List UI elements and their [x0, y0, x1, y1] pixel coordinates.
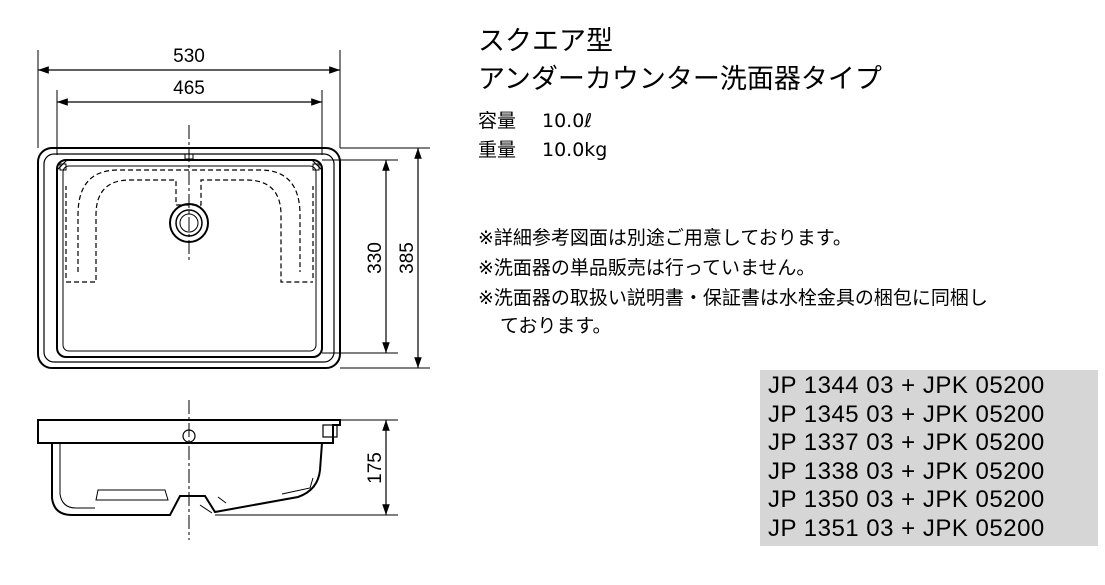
side-view	[37, 400, 398, 540]
model-number: JP 1350 03 + JPK 05200	[768, 486, 1045, 513]
weight-value: 10.0kg	[542, 139, 608, 161]
model-number-list: JP 1344 03 + JPK 05200 JP 1345 03 + JPK …	[760, 370, 1098, 546]
top-view	[37, 50, 430, 369]
dim-label-530: 530	[173, 46, 205, 67]
dim-label-175: 175	[365, 452, 386, 484]
note-1: ※詳細参考図面は別途ご用意しております。	[478, 227, 852, 249]
note-2: ※洗面器の単品販売は行っていません。	[478, 257, 816, 279]
weight-label: 重量	[478, 139, 517, 161]
dim-label-465: 465	[173, 78, 205, 99]
model-number: JP 1338 03 + JPK 05200	[768, 457, 1045, 485]
spec-weight: 重量 10.0kg	[478, 137, 607, 163]
model-number: JP 1345 03 + JPK 05200	[768, 400, 1045, 428]
dim-label-385: 385	[397, 242, 418, 274]
basin-bowl	[56, 159, 323, 358]
basin-side-body	[51, 442, 323, 516]
capacity-label: 容量	[478, 110, 517, 132]
capacity-value: 10.0ℓ	[542, 110, 593, 132]
model-number: JP 1351 03 + JPK 05200	[768, 514, 1045, 542]
drain-outer-ring	[169, 203, 209, 243]
title-line-1: スクエア型	[478, 26, 613, 57]
title-line-2: アンダーカウンター洗面器タイプ	[478, 64, 882, 95]
model-number: JP 1344 03 + JPK 05200	[768, 372, 1045, 399]
basin-outer-rim	[37, 147, 341, 369]
dim-label-330: 330	[365, 242, 386, 274]
note-3-continued: ております。	[500, 315, 612, 337]
spec-capacity: 容量 10.0ℓ	[478, 108, 592, 134]
note-3: ※洗面器の取扱い説明書・保証書は水栓金具の梱包に同梱し	[478, 287, 988, 309]
model-number: JP 1337 03 + JPK 05200	[768, 429, 1045, 456]
